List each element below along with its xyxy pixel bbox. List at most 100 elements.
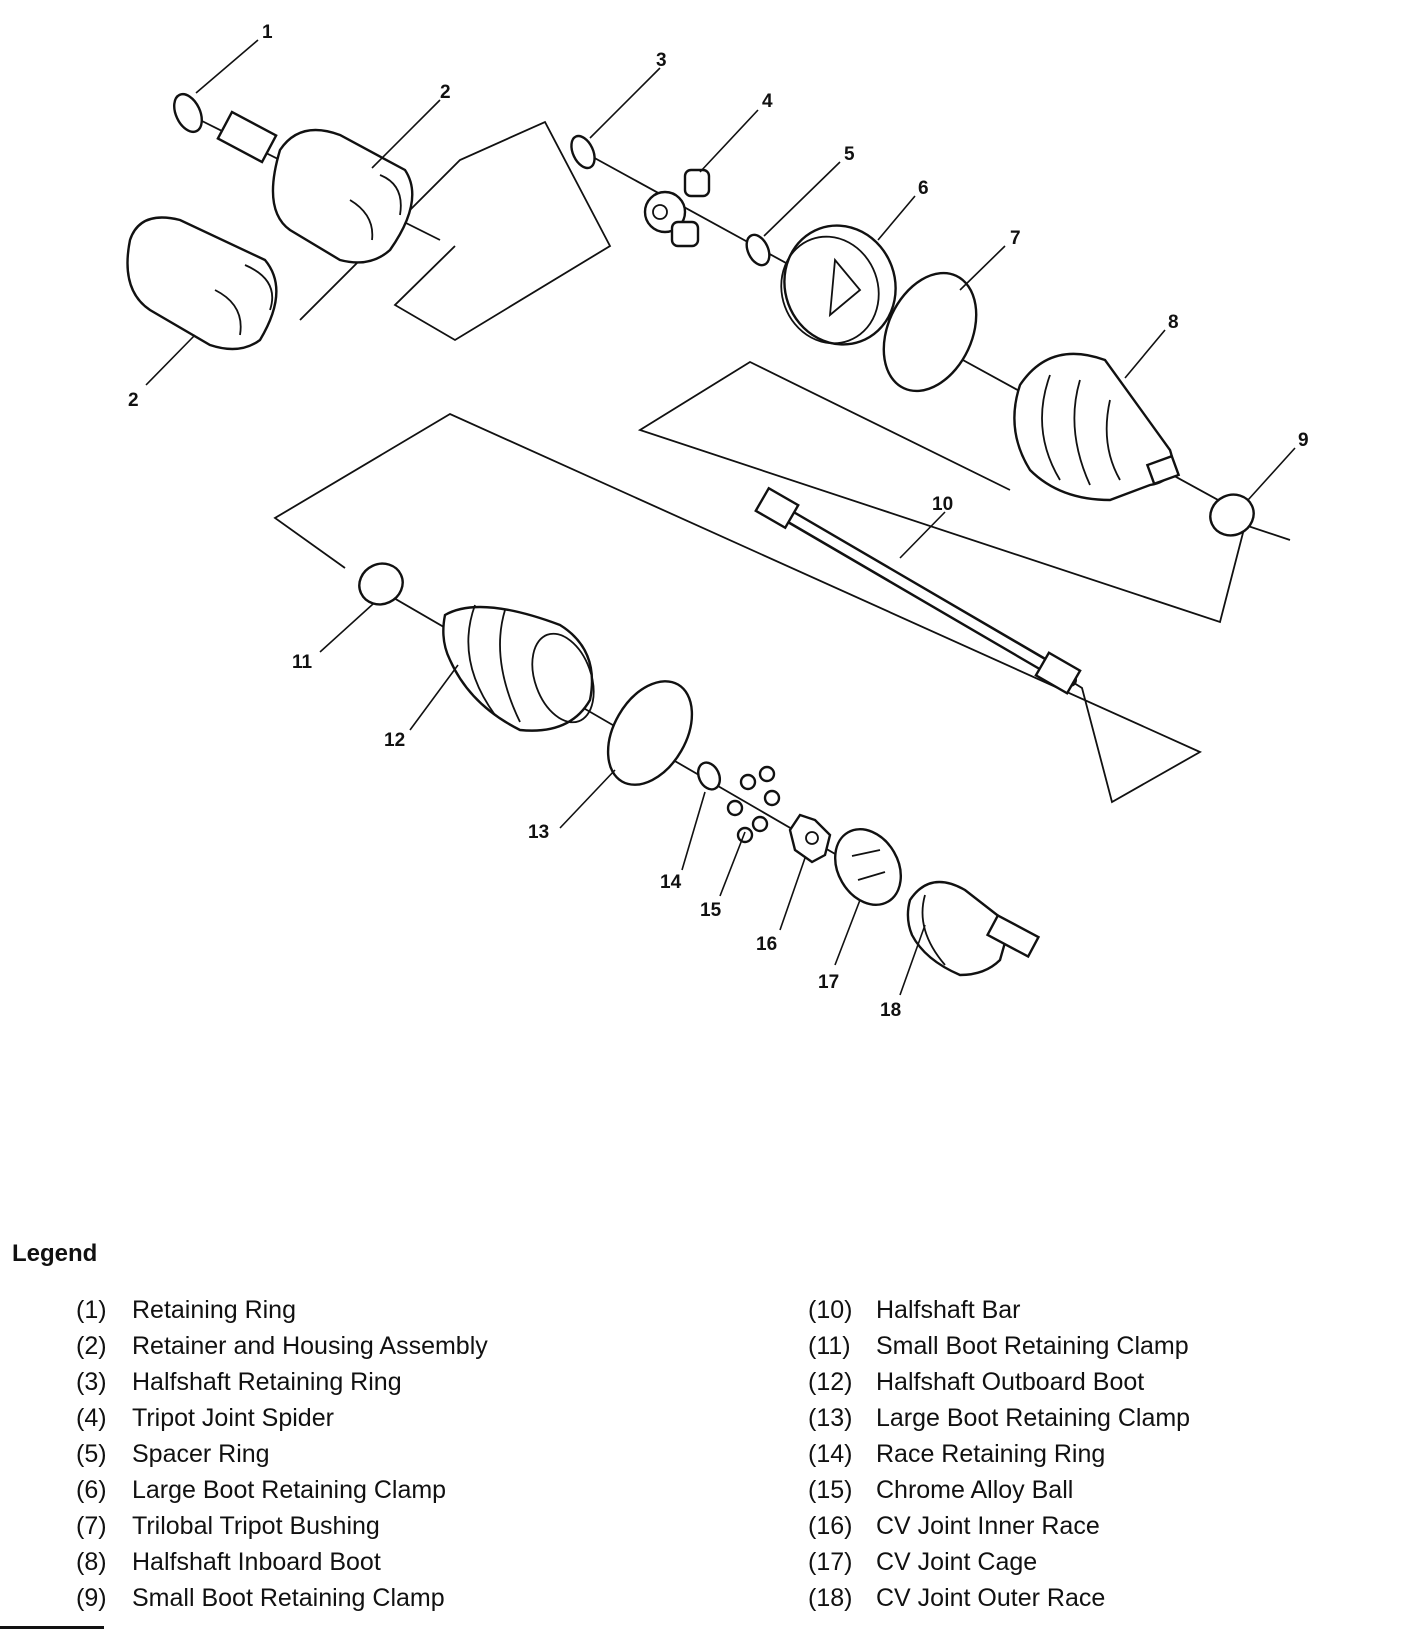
callout-5: 5 bbox=[844, 144, 855, 165]
legend-item: (12)Halfshaft Outboard Boot bbox=[808, 1364, 1190, 1400]
halfshaft-exploded-svg: 1 2 2 3 4 5 6 7 8 9 10 11 12 13 14 15 16… bbox=[126, 22, 1309, 1021]
callout-15: 15 bbox=[700, 900, 722, 921]
part-9-small-clamp bbox=[1209, 493, 1255, 537]
leader-2a bbox=[371, 99, 441, 169]
callout-2a: 2 bbox=[440, 82, 451, 103]
legend-item: (6) Large Boot Retaining Clamp bbox=[76, 1472, 488, 1508]
leader-12 bbox=[409, 664, 459, 731]
legend-item: (18) CV Joint Outer Race bbox=[808, 1580, 1190, 1616]
legend-item-number: (16) bbox=[808, 1512, 853, 1540]
part-15-balls bbox=[726, 765, 781, 844]
legend-item: (15) Chrome Alloy Ball bbox=[808, 1472, 1190, 1508]
part-2-housing-lower bbox=[126, 216, 278, 351]
leader-13 bbox=[559, 769, 616, 829]
legend-item-label: Chrome Alloy Ball bbox=[876, 1476, 1074, 1504]
legend-item-label: Tripot Joint Spider bbox=[132, 1404, 334, 1432]
leader-11 bbox=[319, 603, 374, 653]
legend-item: (5) Spacer Ring bbox=[76, 1436, 488, 1472]
callout-6: 6 bbox=[918, 178, 929, 199]
callout-11: 11 bbox=[292, 652, 313, 673]
legend-item-number: (4) bbox=[76, 1404, 107, 1432]
exploded-view-diagram: 1 2 2 3 4 5 6 7 8 9 10 11 12 13 14 15 16… bbox=[126, 22, 1309, 1021]
leader-1 bbox=[195, 39, 259, 94]
frame-upper-left bbox=[299, 120, 612, 342]
legend-item-number: (6) bbox=[76, 1476, 107, 1504]
legend-item: (9)Small Boot Retaining Clamp bbox=[76, 1580, 488, 1616]
leader-5 bbox=[763, 161, 841, 237]
part-7-large-clamp bbox=[882, 271, 978, 393]
legend-item-label: Race Retaining Ring bbox=[876, 1440, 1106, 1468]
legend-item-number: (7) bbox=[76, 1512, 107, 1540]
leader-8 bbox=[1124, 329, 1166, 379]
legend-item: (11) Small Boot Retaining Clamp bbox=[808, 1328, 1190, 1364]
legend-item: (10)Halfshaft Bar bbox=[808, 1292, 1190, 1328]
legend-item-number: (14) bbox=[808, 1440, 853, 1468]
callout-7: 7 bbox=[1010, 228, 1021, 249]
callout-17: 17 bbox=[818, 972, 839, 993]
part-16-inner-race bbox=[788, 813, 832, 864]
leader-15 bbox=[719, 831, 746, 897]
callout-1: 1 bbox=[262, 22, 273, 43]
part-8-inboard-boot bbox=[1013, 352, 1181, 502]
legend-item-number: (15) bbox=[808, 1476, 853, 1504]
callout-4: 4 bbox=[762, 91, 773, 112]
leader-4 bbox=[699, 109, 759, 173]
legend-item-label: CV Joint Cage bbox=[876, 1548, 1038, 1576]
legend-item: (14) Race Retaining Ring bbox=[808, 1436, 1190, 1472]
leader-2b bbox=[145, 334, 196, 386]
legend: Legend (1) Retaining Ring (2) Retainer and… bbox=[0, 1240, 1408, 1634]
legend-item: (13)Large Boot Retaining Clamp bbox=[808, 1400, 1190, 1436]
legend-item-number: (18) bbox=[808, 1584, 853, 1612]
legend-item-number: (17) bbox=[808, 1548, 853, 1576]
legend-item-label: Small Boot Retaining Clamp bbox=[876, 1332, 1189, 1360]
legend-item-label: Halfshaft Retaining Ring bbox=[132, 1368, 402, 1396]
callout-3: 3 bbox=[656, 50, 667, 71]
callout-2b: 2 bbox=[128, 390, 139, 411]
legend-item-label: Retaining Ring bbox=[132, 1296, 296, 1324]
legend-item-number: (2) bbox=[76, 1332, 107, 1360]
legend-item-label: Retainer and Housing Assembly bbox=[132, 1332, 488, 1360]
legend-item-number: (8) bbox=[76, 1548, 107, 1576]
footer-rule bbox=[0, 1626, 104, 1629]
callout-14: 14 bbox=[660, 872, 682, 893]
part-18-outer-race bbox=[906, 880, 1041, 977]
part-13-large-clamp bbox=[606, 680, 694, 786]
leader-9 bbox=[1247, 447, 1296, 501]
part-12-outboard-boot bbox=[442, 604, 595, 732]
callout-9: 9 bbox=[1298, 430, 1309, 451]
part-11-small-clamp bbox=[358, 562, 404, 606]
legend-item: (2) Retainer and Housing Assembly bbox=[76, 1328, 488, 1364]
leader-18 bbox=[899, 924, 926, 996]
legend-item-label: Halfshaft Inboard Boot bbox=[132, 1548, 381, 1576]
leader-7 bbox=[959, 245, 1006, 291]
callout-13: 13 bbox=[528, 822, 549, 843]
legend-item: (8) Halfshaft Inboard Boot bbox=[76, 1544, 488, 1580]
legend-title: Legend bbox=[12, 1240, 98, 1267]
legend-item-label: Large Boot Retaining Clamp bbox=[876, 1404, 1191, 1432]
part-6-bushing bbox=[780, 224, 897, 346]
leader-6 bbox=[877, 195, 916, 241]
frame-upper-right bbox=[637, 360, 1291, 624]
legend-item-label: CV Joint Outer Race bbox=[876, 1584, 1106, 1612]
part-17-cage bbox=[834, 828, 902, 906]
leader-17 bbox=[834, 899, 861, 966]
legend-item-number: (5) bbox=[76, 1440, 107, 1468]
callout-8: 8 bbox=[1168, 312, 1179, 333]
leader-10 bbox=[899, 511, 946, 559]
legend-item: (17) CV Joint Cage bbox=[808, 1544, 1190, 1580]
legend-item-number: (1) bbox=[76, 1296, 107, 1324]
legend-item-label: Small Boot Retaining Clamp bbox=[132, 1584, 445, 1612]
part-2-housing-upper bbox=[216, 110, 414, 264]
callout-10: 10 bbox=[932, 494, 953, 515]
legend-item: (1) Retaining Ring bbox=[76, 1292, 488, 1328]
part-3-halfshaft-retaining-ring bbox=[570, 134, 596, 170]
part-10-halfshaft-bar bbox=[754, 486, 1082, 695]
legend-item-label: Spacer Ring bbox=[132, 1440, 270, 1468]
part-1-retaining-ring bbox=[173, 92, 203, 134]
legend-item-label: CV Joint Inner Race bbox=[876, 1512, 1100, 1540]
legend-item-number: (10) bbox=[808, 1296, 853, 1324]
part-14-race-ring bbox=[696, 761, 722, 791]
callout-18: 18 bbox=[880, 1000, 901, 1021]
legend-item-number: (11) bbox=[808, 1332, 851, 1360]
legend-item-label: Large Boot Retaining Clamp bbox=[132, 1476, 447, 1504]
